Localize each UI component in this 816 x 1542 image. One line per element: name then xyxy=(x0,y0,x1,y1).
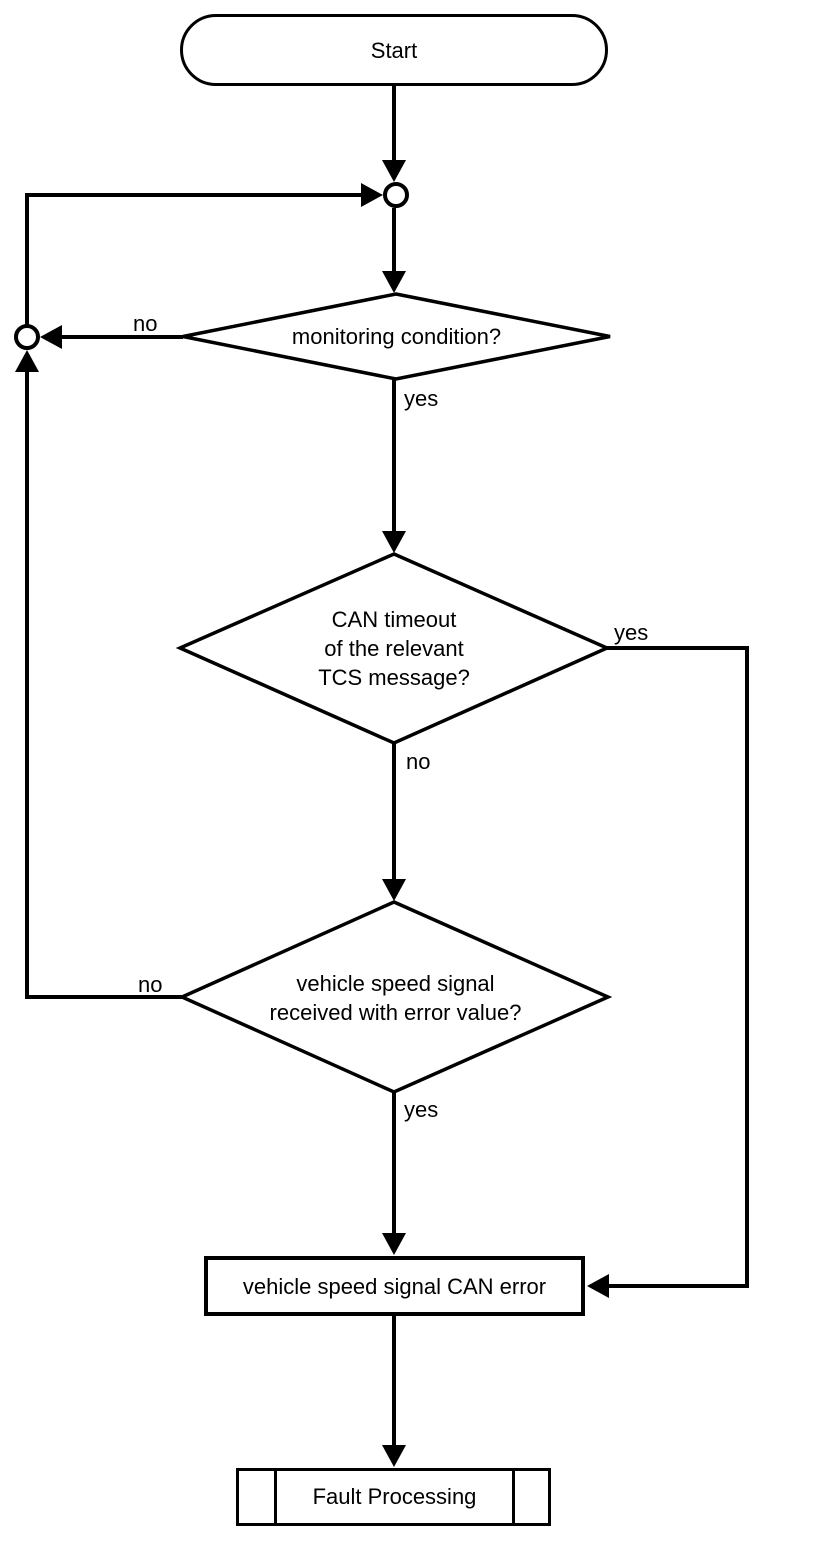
edge-feedback-left-to-junction-top xyxy=(25,193,363,326)
edge-can-timeout-yes xyxy=(607,646,749,1288)
monitoring-decision-shape xyxy=(182,292,611,381)
can-timeout-yes-label: yes xyxy=(614,620,649,645)
fault-processing-shape xyxy=(236,1468,551,1526)
arrowhead-into-can-error-right xyxy=(587,1274,609,1298)
junction-left-circle xyxy=(14,324,40,350)
monitoring-no-label: no xyxy=(133,311,158,336)
arrowhead-into-can-error-top xyxy=(382,1233,406,1255)
fault-processing-label: Fault Processing xyxy=(312,1484,477,1509)
can-timeout-no-label: no xyxy=(406,749,431,774)
edge-speed-error-no xyxy=(25,370,182,999)
arrowhead-into-junction-left-from-speed-no xyxy=(15,350,39,372)
arrowhead-into-fault-processing xyxy=(382,1445,406,1467)
monitoring-decision-label: monitoring condition? xyxy=(291,324,502,349)
arrowhead-into-monitoring-decision xyxy=(382,271,406,293)
monitoring-yes-label: yes xyxy=(404,386,439,411)
junction-top-circle xyxy=(383,182,409,208)
can-timeout-line-1: CAN timeout xyxy=(331,607,457,632)
arrowhead-into-junction-top-from-start xyxy=(382,160,406,182)
speed-error-decision-label: vehicle speed signal received with error… xyxy=(182,969,609,1027)
can-timeout-line-3: TCS message? xyxy=(318,665,470,690)
can-timeout-line-2: of the relevant xyxy=(324,636,464,661)
arrowhead-into-speed-error-decision xyxy=(382,879,406,901)
can-error-process-label: vehicle speed signal CAN error xyxy=(242,1273,547,1299)
start-node-label: Start xyxy=(370,37,418,63)
speed-error-line-2: received with error value? xyxy=(269,1000,522,1025)
can-error-process-shape xyxy=(204,1256,585,1316)
can-timeout-decision-label: CAN timeout of the relevant TCS message? xyxy=(194,605,594,692)
start-terminator-shape xyxy=(180,14,608,86)
speed-error-line-1: vehicle speed signal xyxy=(296,971,495,996)
speed-error-no-label: no xyxy=(138,972,163,997)
arrowhead-into-junction-top-from-feedback xyxy=(361,183,383,207)
arrowhead-into-junction-left-from-monitoring-no xyxy=(40,325,62,349)
speed-error-yes-label: yes xyxy=(404,1097,439,1122)
arrowhead-into-can-timeout-decision xyxy=(382,531,406,553)
speed-error-decision-shape xyxy=(177,900,613,1094)
can-timeout-decision-shape xyxy=(175,552,612,745)
